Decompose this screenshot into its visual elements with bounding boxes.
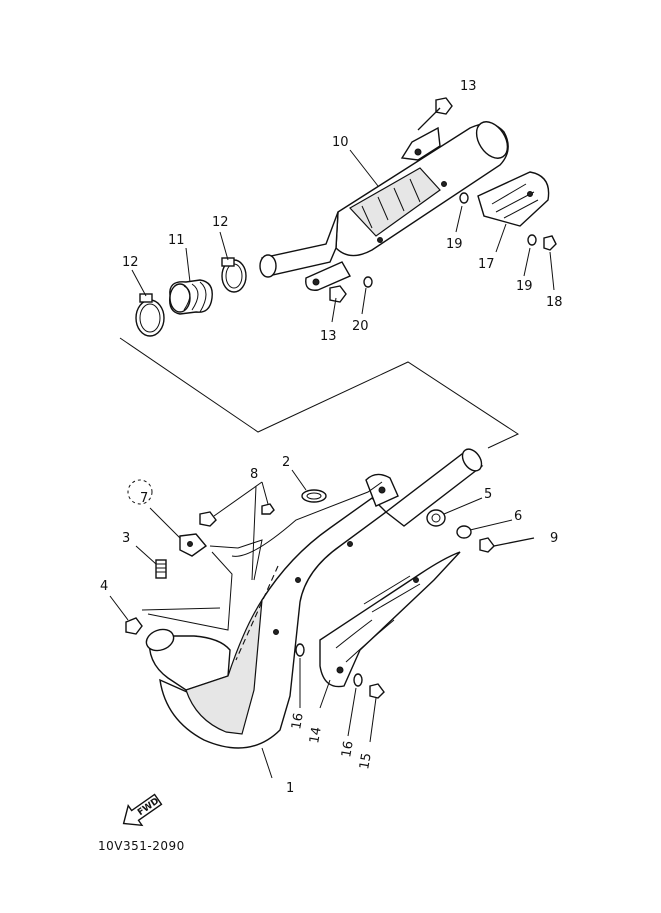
leader-lines — [109, 149, 555, 779]
washer-16-a — [295, 643, 305, 657]
washer-16-b — [353, 673, 363, 687]
detail-circle — [127, 479, 153, 505]
washer-19-a — [459, 192, 469, 204]
muffler-assembly — [259, 121, 509, 291]
callout-15: 15 — [357, 752, 375, 771]
heat-protector — [319, 551, 461, 688]
callout-12-left: 12 — [122, 255, 139, 270]
bolt-13-top — [417, 97, 453, 131]
alignment-dashed-line — [235, 565, 279, 661]
callout-11: 11 — [168, 233, 185, 248]
callout-labels: 1 2 3 4 5 6 7 8 9 10 11 12 12 13 13 14 1… — [100, 79, 563, 796]
callout-14: 14 — [307, 726, 325, 745]
callout-13-top: 13 — [460, 79, 477, 94]
callout-7: 7 — [140, 491, 148, 506]
callout-2: 2 — [282, 455, 290, 470]
mount-lines — [141, 539, 263, 631]
exhaust-pipe — [145, 448, 484, 749]
bolts-8 — [199, 503, 275, 527]
joint-hose — [169, 279, 213, 315]
callout-6: 6 — [514, 509, 522, 524]
callout-10: 10 — [332, 135, 349, 150]
callout-5: 5 — [484, 487, 492, 502]
callout-16-a: 16 — [289, 712, 307, 731]
washer-19-b — [527, 234, 537, 246]
callout-8: 8 — [250, 467, 258, 482]
nut-4 — [125, 617, 143, 635]
damper-5 — [426, 509, 446, 527]
collar-6 — [456, 525, 472, 539]
assembly-reference-line — [119, 337, 520, 449]
callout-4: 4 — [100, 579, 108, 594]
clamp-12-left — [135, 293, 165, 337]
clamp-12-right — [221, 257, 247, 293]
callout-3: 3 — [122, 531, 130, 546]
bolt-13-bottom — [329, 285, 347, 303]
drawing-code: 10V351-2090 — [98, 839, 185, 853]
callout-1: 1 — [286, 781, 294, 796]
callout-19-a: 19 — [446, 237, 463, 252]
spring-3 — [155, 559, 167, 579]
nut-20 — [363, 276, 373, 288]
callout-12-right: 12 — [212, 215, 229, 230]
callout-13-bottom: 13 — [320, 329, 337, 344]
callout-19-b: 19 — [516, 279, 533, 294]
callout-17: 17 — [478, 257, 495, 272]
callout-16-b: 16 — [339, 740, 357, 759]
fwd-arrow-icon: FWD — [122, 793, 163, 827]
bolt-9 — [479, 537, 535, 553]
muffler-end-guard — [477, 171, 550, 227]
callout-18: 18 — [546, 295, 563, 310]
callout-9: 9 — [550, 531, 558, 546]
gasket-2 — [301, 489, 327, 503]
bolt-15 — [369, 683, 385, 699]
bolt-18 — [543, 235, 557, 251]
bracket-7 — [179, 533, 208, 557]
callout-20: 20 — [352, 319, 369, 334]
